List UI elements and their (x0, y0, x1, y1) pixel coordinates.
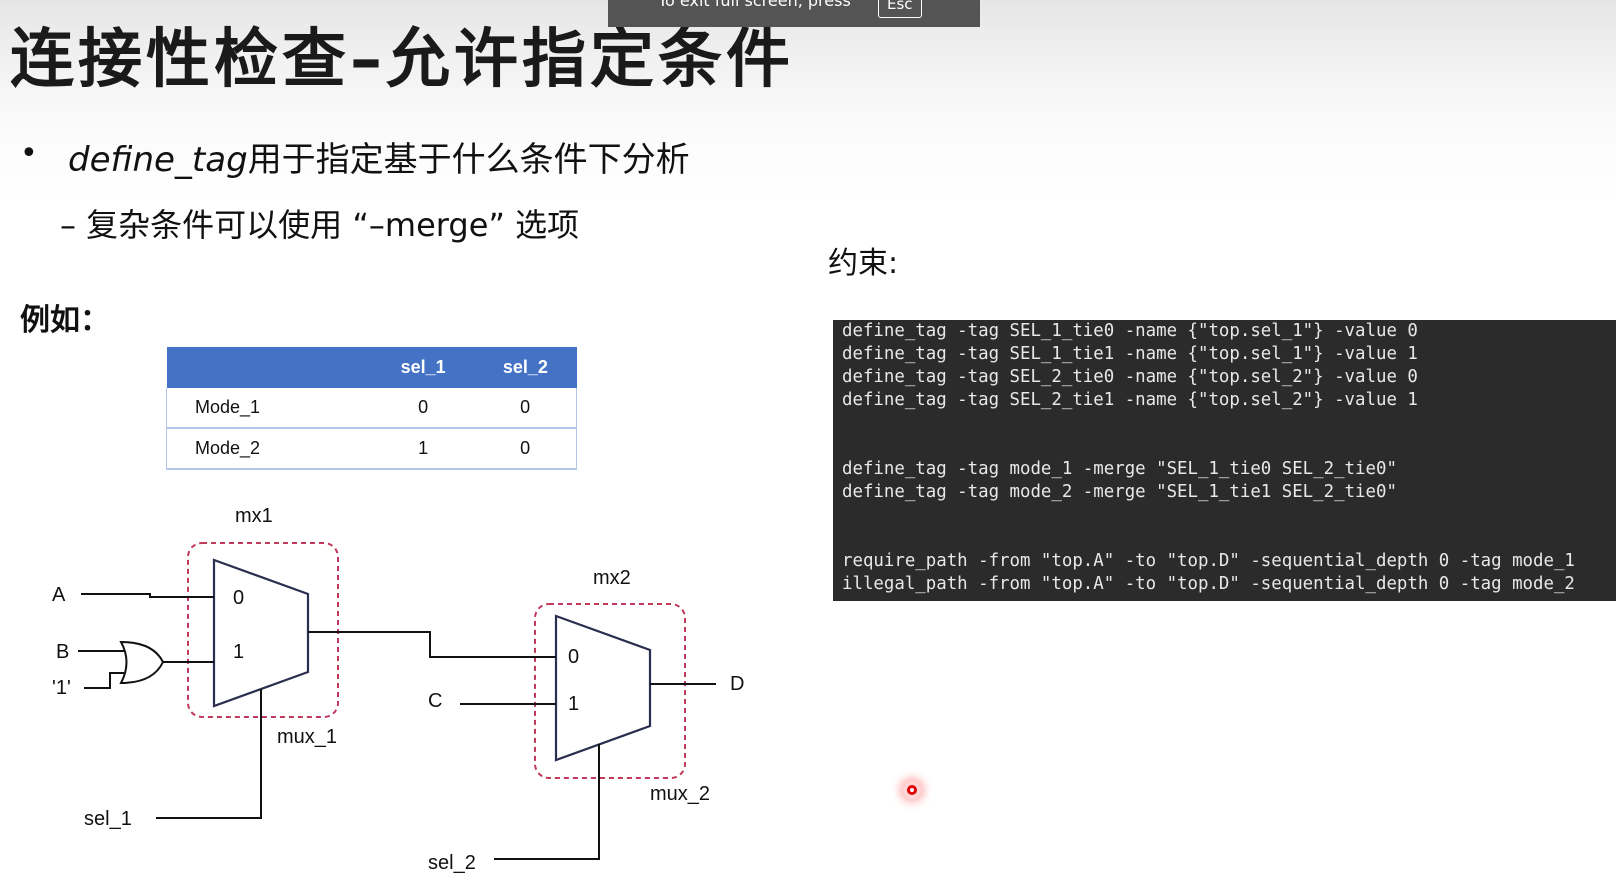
sel2-label: sel_2 (428, 852, 476, 874)
wires (78, 593, 716, 860)
table-cell: 0 (372, 388, 475, 429)
table-row: Mode_1 0 0 (166, 388, 577, 429)
input-b-label: B (56, 641, 69, 663)
constraint-code-block: define_tag -tag SEL_1_tie0 -name {"top.s… (833, 320, 1616, 601)
bullet-dot: • (20, 136, 38, 171)
code-line: require_path -from "top.A" -to "top.D" -… (842, 551, 1575, 571)
laser-pointer-icon (903, 781, 921, 799)
mux1-instance-label: mux_1 (277, 726, 337, 748)
mux1-shape (212, 558, 310, 708)
code-line: define_tag -tag SEL_2_tie0 -name {"top.s… (842, 367, 1418, 387)
input-a-label: A (52, 584, 66, 606)
code-line: define_tag -tag SEL_1_tie1 -name {"top.s… (842, 344, 1418, 364)
input-const-label: '1' (52, 677, 71, 699)
or-gate (119, 640, 165, 685)
constraint-label: 约束: (828, 246, 899, 281)
mux2-input1-label: 1 (568, 693, 579, 715)
table-header-cell: sel_1 (372, 347, 475, 388)
bullet-keyword: define_tag (68, 140, 248, 180)
sel1-label: sel_1 (84, 808, 132, 830)
table-cell: 0 (474, 428, 577, 470)
mux1-input0-label: 0 (233, 587, 244, 609)
table-header-cell: sel_2 (474, 347, 577, 388)
code-line: illegal_path -from "top.A" -to "top.D" -… (842, 574, 1575, 594)
table-cell: 0 (474, 388, 577, 429)
fullscreen-exit-message: To exit full screen, press (658, 0, 851, 10)
sub-bullet-merge: – 复杂条件可以使用 “–merge” 选项 (60, 206, 580, 244)
mux2-group-box (534, 603, 686, 779)
fullscreen-exit-banner: To exit full screen, press Esc (608, 0, 980, 27)
mode-table: sel_1 sel_2 Mode_1 0 0 Mode_2 1 0 (166, 347, 577, 470)
mux1-name: mx1 (235, 505, 273, 527)
code-line: define_tag -tag mode_2 -merge "SEL_1_tie… (842, 482, 1397, 502)
mux2-input0-label: 0 (568, 646, 579, 668)
code-line: define_tag -tag SEL_2_tie1 -name {"top.s… (842, 390, 1418, 410)
mux2-shape (554, 614, 652, 762)
mux2-instance-label: mux_2 (650, 783, 710, 805)
code-line: define_tag -tag mode_1 -merge "SEL_1_tie… (842, 459, 1397, 479)
bullet-define-tag: define_tag用于指定基于什么条件下分析 (68, 132, 690, 181)
mux1-group-box (187, 542, 339, 718)
code-line: define_tag -tag SEL_1_tie0 -name {"top.s… (842, 321, 1418, 341)
table-row: Mode_2 1 0 (166, 428, 577, 470)
esc-key-hint: Esc (878, 0, 922, 18)
input-c-label: C (428, 690, 442, 712)
table-cell-mode: Mode_1 (166, 388, 372, 429)
table-cell-mode: Mode_2 (166, 428, 372, 470)
mux2-name: mx2 (593, 567, 631, 589)
bullet-description: 用于指定基于什么条件下分析 (247, 140, 690, 180)
slide-title: 连接性检查–允许指定条件 (10, 23, 794, 97)
table-cell: 1 (372, 428, 475, 470)
mux1-input1-label: 1 (233, 641, 244, 663)
table-header-cell (166, 347, 372, 388)
example-label: 例如： (20, 303, 110, 338)
circuit-schematic: mx1 mx2 0 1 0 1 A B '1' C D mux_1 mux_2 … (52, 505, 744, 874)
output-d-label: D (730, 673, 744, 695)
